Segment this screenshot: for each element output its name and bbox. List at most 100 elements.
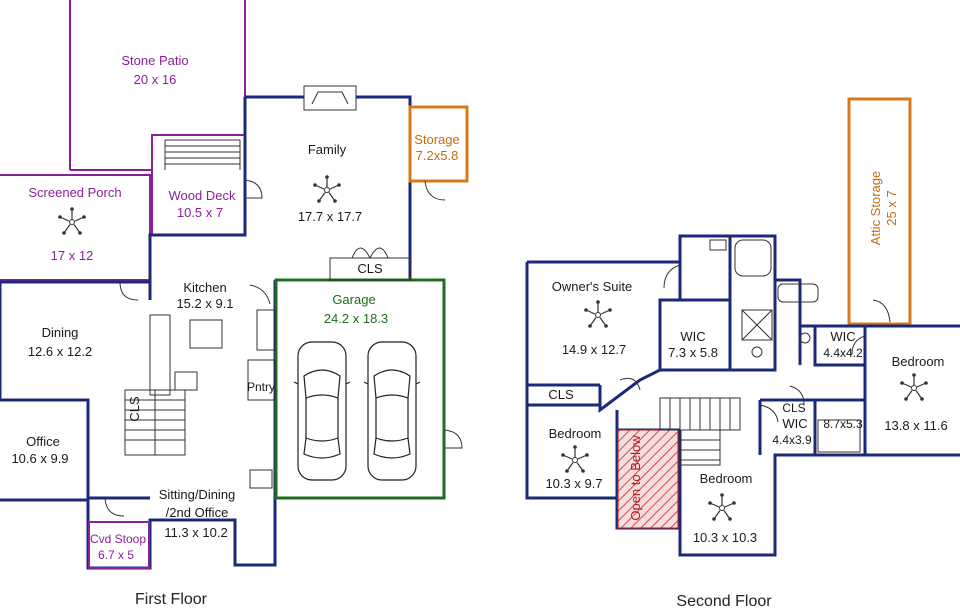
- ceiling-fan-icon: [57, 206, 87, 236]
- tub-2-icon: [777, 283, 819, 303]
- stairs-icon: [659, 397, 741, 466]
- fireplace-icon: [303, 85, 357, 111]
- cls-left-walls: [527, 383, 602, 410]
- door-swing-icon: [244, 179, 263, 199]
- wic-small-size: 4.4x4.2: [823, 346, 863, 360]
- office-size: 10.6 x 9.9: [11, 451, 68, 466]
- cvd-stoop-size: 6.7 x 5: [98, 548, 134, 562]
- door-swing-icon: [351, 247, 389, 259]
- storage-name: Storage: [414, 132, 460, 147]
- toilet-icon: [751, 346, 763, 358]
- bedroom-left-walls: [525, 405, 619, 498]
- bath-small-size: 8.7x5.3: [823, 417, 863, 431]
- wic-small-name: WIC: [830, 329, 855, 344]
- door-swing-icon: [759, 404, 779, 423]
- screened-porch-outline: [0, 174, 151, 281]
- door-swing-icon: [424, 180, 446, 201]
- wic-main-size: 7.3 x 5.8: [668, 345, 718, 360]
- door-swing-icon: [119, 281, 139, 301]
- bedroom-mid-size: 10.3 x 10.3: [693, 530, 757, 545]
- cvd-stoop-outline: [88, 521, 150, 569]
- bedroom-right-size: 13.8 x 11.6: [884, 418, 947, 433]
- garage-size: 24.2 x 18.3: [324, 311, 388, 326]
- pantry-label: Pntry: [247, 380, 275, 394]
- range-icon: [174, 371, 198, 391]
- family-size: 17.7 x 17.7: [298, 209, 362, 224]
- door-swing-icon: [872, 299, 891, 323]
- ceiling-fan-icon: [899, 372, 929, 402]
- sitting-line2: /2nd Office: [166, 505, 229, 520]
- door-swing-icon: [789, 385, 805, 405]
- cls-left-label: CLS: [548, 387, 574, 402]
- open-to-below-area: [617, 429, 679, 529]
- wic-main-name: WIC: [680, 329, 705, 344]
- sitting-line1: Sitting/Dining: [159, 487, 236, 502]
- owners-suite-size: 14.9 x 12.7: [562, 342, 626, 357]
- bedroom-mid-name: Bedroom: [700, 471, 753, 486]
- attic-storage-outline: [847, 97, 912, 326]
- stone-patio-outline: [69, 0, 246, 171]
- storage-outline: [408, 105, 469, 183]
- office-name: Office: [26, 434, 60, 449]
- car-icon: [363, 341, 421, 481]
- sink-small-icon: [709, 239, 727, 251]
- wic-main-walls: [660, 236, 777, 372]
- kitchen-size: 15.2 x 9.1: [176, 296, 233, 311]
- tub-icon: [734, 239, 772, 277]
- wic-mid-size: 4.4x3.9: [772, 433, 812, 447]
- sitting-size: 11.3 x 10.2: [164, 525, 227, 540]
- ceiling-fan-icon: [707, 492, 737, 522]
- bedroom-left-size: 10.3 x 9.7: [545, 476, 602, 491]
- screened-porch-name: Screened Porch: [28, 185, 121, 200]
- kitchen-counter: [149, 314, 171, 396]
- wood-deck-name: Wood Deck: [169, 188, 236, 203]
- kitchen-island: [189, 319, 223, 349]
- dining-name: Dining: [42, 325, 79, 340]
- interior-walls-first: [86, 282, 152, 520]
- car-icon: [293, 341, 351, 481]
- bedroom-right-name: Bedroom: [892, 354, 945, 369]
- attic-storage-size: 25 x 7: [884, 190, 899, 225]
- shower-icon: [741, 309, 773, 341]
- pantry-box: [247, 359, 276, 401]
- cls-mid-label: CLS: [782, 401, 805, 415]
- fridge-icon: [256, 309, 276, 351]
- vanity-icon: [817, 419, 861, 453]
- ceiling-fan-icon: [560, 444, 590, 474]
- first-floor: Stone Patio 20 x 16 Family 17.7 x 17.7 S…: [0, 0, 469, 608]
- door-swing-icon: [663, 264, 681, 289]
- cls-stair-label: CLS: [127, 396, 142, 422]
- storage-size: 7.2x5.8: [416, 148, 459, 163]
- dining-size: 12.6 x 12.2: [28, 344, 92, 359]
- kitchen-name: Kitchen: [183, 280, 226, 295]
- stone-patio-name: Stone Patio: [121, 53, 188, 68]
- attic-storage-name: Attic Storage: [868, 171, 883, 245]
- right-block-walls: [798, 326, 867, 455]
- door-swing-icon: [444, 429, 463, 449]
- wood-deck-size: 10.5 x 7: [177, 205, 223, 220]
- office-outline: [0, 398, 90, 502]
- ceiling-fan-icon: [583, 299, 613, 329]
- stone-patio-size: 20 x 16: [134, 72, 177, 87]
- mid-wic-walls: [758, 398, 865, 455]
- wic-mid-name: WIC: [782, 416, 807, 431]
- wood-deck-outline: [151, 135, 246, 236]
- owners-suite-name: Owner's Suite: [552, 279, 633, 294]
- bedroom-left-name: Bedroom: [549, 426, 602, 441]
- family-name: Family: [308, 142, 347, 157]
- door-swing-icon: [249, 284, 271, 305]
- screened-porch-size: 17 x 12: [51, 248, 94, 263]
- cls-family-label: CLS: [357, 261, 383, 276]
- door-swing-icon: [104, 497, 125, 517]
- garage-name: Garage: [332, 292, 375, 307]
- deck-stairs: [164, 139, 241, 170]
- cvd-stoop-name: Cvd Stoop: [90, 532, 146, 546]
- second-floor: Attic Storage 25 x 7 Owner's Suite 14.9 …: [525, 97, 960, 608]
- sink-icon: [799, 332, 811, 344]
- first-floor-exterior-walls: [0, 95, 412, 570]
- open-to-below-label: Open to Below: [628, 435, 643, 521]
- kitchen-cabinet: [249, 469, 273, 489]
- first-floor-caption: First Floor: [135, 591, 208, 608]
- door-swing-icon: [619, 377, 641, 391]
- door-swing-icon: [851, 335, 866, 355]
